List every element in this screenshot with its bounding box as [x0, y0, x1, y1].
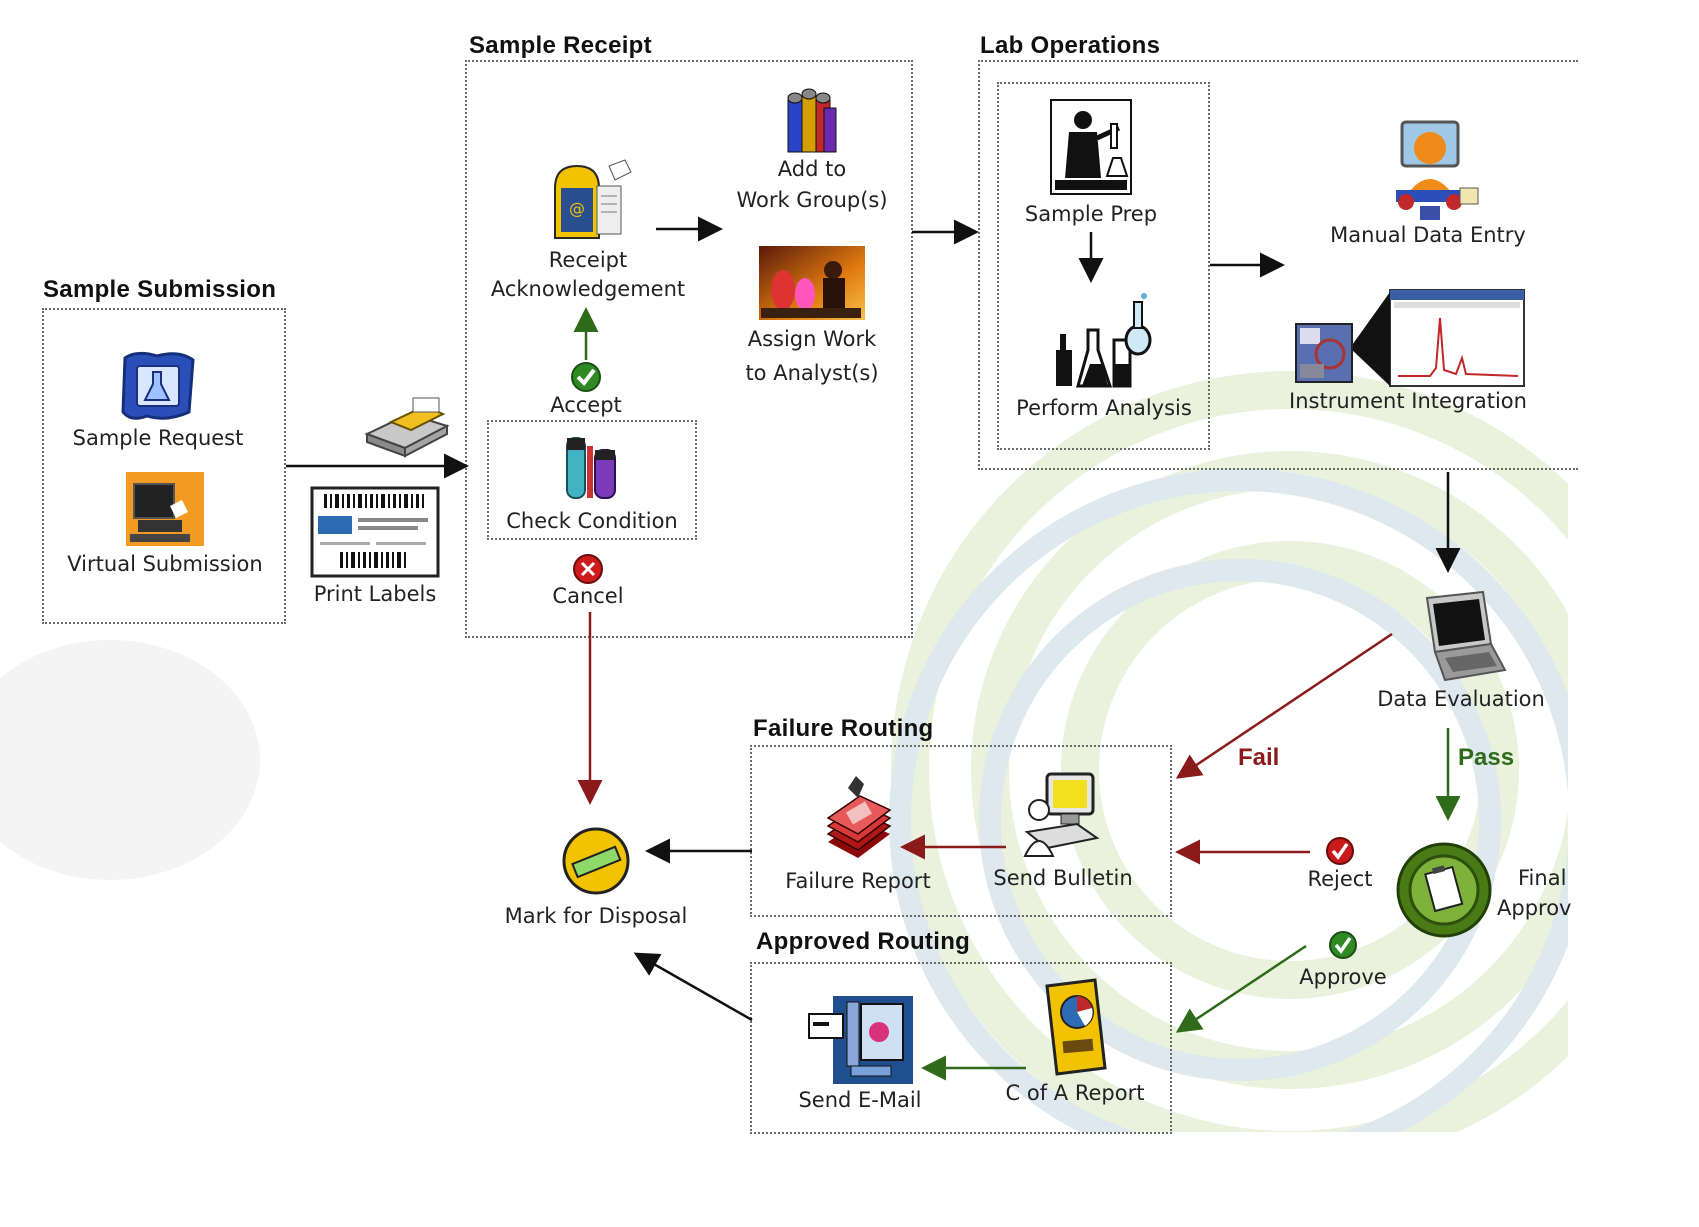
- red-report-stack-icon: [826, 776, 892, 858]
- lab-photo-icon: [759, 246, 865, 320]
- label-instrument-integration: Instrument Integration: [1289, 389, 1527, 413]
- label-add-to-work-group-line2: Work Group(s): [736, 188, 888, 212]
- label-accept: Accept: [550, 393, 622, 417]
- label-receipt-acknowledgement-line2: Acknowledgement: [490, 277, 686, 301]
- node-send-email[interactable]: Send E-Mail: [784, 994, 936, 1114]
- label-virtual-submission: Virtual Submission: [67, 552, 263, 576]
- group-check-condition-box: [487, 420, 697, 540]
- node-data-evaluation[interactable]: Data Evaluation: [1366, 590, 1556, 712]
- label-reject: Reject: [1307, 867, 1373, 891]
- group-sample-submission-box: [42, 308, 286, 624]
- node-printer[interactable]: [362, 394, 452, 458]
- node-cancel[interactable]: Cancel: [538, 554, 638, 608]
- node-approve[interactable]: Approve: [1290, 930, 1396, 994]
- label-approve: Approve: [1299, 965, 1387, 989]
- label-send-email: Send E-Mail: [798, 1088, 922, 1112]
- email-computer-icon: [808, 996, 913, 1084]
- label-final-approval-line1: Final: [1518, 866, 1567, 890]
- workflow-diagram: Sample Submission Sample Receipt Lab Ope…: [0, 32, 1578, 1134]
- crayon-bottles-icon: [787, 88, 837, 153]
- laptop-icon: [1425, 590, 1507, 682]
- label-cofa-report: C of A Report: [1005, 1081, 1145, 1105]
- test-tubes-icon: [566, 437, 616, 499]
- group-sample-prep-box: [997, 82, 1210, 450]
- label-send-bulletin: Send Bulletin: [993, 866, 1133, 890]
- node-assign-work[interactable]: Assign Work to Analyst(s): [722, 244, 902, 390]
- label-check-condition: Check Condition: [506, 509, 678, 533]
- group-title-sample-receipt: Sample Receipt: [469, 32, 652, 59]
- group-title-approved-routing: Approved Routing: [756, 928, 971, 955]
- node-send-bulletin[interactable]: Send Bulletin: [984, 770, 1142, 894]
- label-perform-analysis: Perform Analysis: [1016, 396, 1192, 420]
- node-manual-data-entry[interactable]: Manual Data Entry: [1318, 118, 1538, 248]
- computer-terminal-icon: [126, 472, 204, 546]
- label-cancel: Cancel: [552, 584, 624, 608]
- label-data-evaluation: Data Evaluation: [1377, 687, 1545, 711]
- svg-text:@: @: [569, 199, 585, 218]
- scientist-icon: [1050, 99, 1132, 195]
- group-title-lab-operations: Lab Operations: [980, 32, 1161, 59]
- node-failure-report[interactable]: Failure Report: [776, 772, 940, 898]
- node-instrument-integration[interactable]: Instrument Integration: [1280, 288, 1536, 414]
- chromatogram-icon: [1295, 289, 1525, 387]
- node-add-to-work-group[interactable]: Add to Work Group(s): [722, 86, 902, 216]
- barcode-label-icon: [310, 486, 440, 578]
- group-title-failure-routing: Failure Routing: [753, 715, 934, 742]
- flask-document-icon: [121, 351, 195, 420]
- node-final-approval[interactable]: [1394, 840, 1494, 940]
- node-receipt-acknowledgement[interactable]: @ Receipt Acknowledgement: [478, 158, 698, 304]
- label-add-to-work-group-line1: Add to: [777, 157, 847, 181]
- approve-check-icon: [1329, 931, 1357, 959]
- label-receipt-acknowledgement-line1: Receipt: [548, 248, 628, 272]
- data-entry-person-icon: [1396, 120, 1479, 220]
- label-manual-data-entry: Manual Data Entry: [1330, 223, 1526, 247]
- node-accept[interactable]: Accept: [536, 362, 636, 418]
- cancel-circle-icon: [573, 554, 603, 584]
- group-failure-routing-box: [750, 745, 1172, 917]
- node-perform-analysis[interactable]: Perform Analysis: [1004, 290, 1204, 426]
- lab-glassware-icon: [1056, 293, 1152, 388]
- node-mark-for-disposal[interactable]: Mark for Disposal: [496, 824, 696, 934]
- computer-user-icon: [1023, 772, 1100, 857]
- edge-label-pass: Pass: [1458, 744, 1515, 771]
- node-sample-request[interactable]: Sample Request: [58, 350, 258, 455]
- label-printer-icon: [364, 397, 450, 458]
- label-assign-work-line2: to Analyst(s): [745, 361, 879, 385]
- label-failure-report: Failure Report: [785, 869, 931, 893]
- label-final-approval-line2: Approv: [1497, 896, 1572, 920]
- mailbox-icon: @: [554, 159, 632, 239]
- label-sample-prep: Sample Prep: [1024, 202, 1158, 226]
- group-approved-routing-box: [750, 962, 1172, 1134]
- disposal-badge-icon: [562, 827, 630, 895]
- clipboard-seal-icon: [1396, 842, 1492, 938]
- node-print-labels[interactable]: Print Labels: [300, 486, 450, 611]
- group-sample-receipt-box: [465, 60, 913, 638]
- label-assign-work-line1: Assign Work: [747, 327, 877, 351]
- node-cofa-report[interactable]: C of A Report: [1000, 978, 1150, 1110]
- pie-chart-document-icon: [1045, 978, 1107, 1076]
- edge-label-fail: Fail: [1238, 744, 1280, 771]
- group-title-sample-submission: Sample Submission: [43, 276, 277, 303]
- node-check-condition[interactable]: Check Condition: [496, 434, 688, 540]
- label-sample-request: Sample Request: [72, 426, 244, 450]
- group-lab-operations-box: [978, 60, 1578, 470]
- reject-check-icon: [1326, 837, 1354, 865]
- check-circle-icon: [571, 362, 601, 392]
- label-print-labels: Print Labels: [313, 582, 437, 606]
- node-reject[interactable]: Reject: [1294, 836, 1386, 892]
- label-mark-for-disposal: Mark for Disposal: [504, 904, 688, 928]
- node-sample-prep[interactable]: Sample Prep: [1006, 98, 1176, 232]
- node-virtual-submission[interactable]: Virtual Submission: [58, 470, 272, 581]
